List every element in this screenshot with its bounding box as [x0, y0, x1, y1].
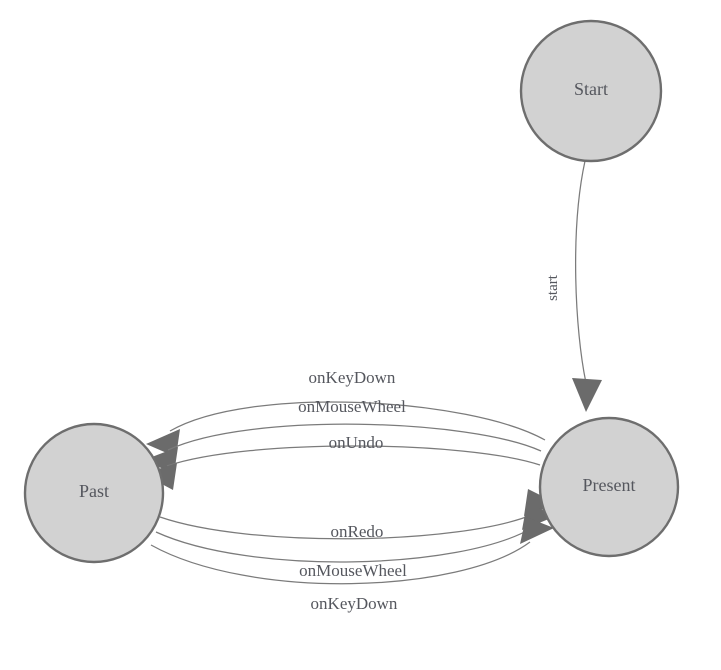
edge-label-present-to-past-onkeydown: onKeyDown	[309, 368, 396, 387]
edge-past-to-present-onredo-path	[159, 513, 535, 540]
edge-present-to-past-onundo-path	[166, 445, 541, 467]
node-present-label: Present	[583, 475, 636, 495]
node-past[interactable]: Past	[23, 422, 165, 564]
edge-past-to-present-onkeydown-path	[150, 541, 531, 585]
node-past-circle	[23, 422, 165, 564]
edge-past-to-present-onmousewheel-path	[155, 527, 533, 563]
node-present-circle	[538, 416, 680, 558]
node-start-label: Start	[574, 79, 608, 99]
arrowhead-start-to-present	[572, 378, 602, 412]
node-start[interactable]: Start	[519, 19, 663, 163]
edge-label-past-to-present-onmousewheel: onMouseWheel	[299, 561, 407, 580]
edge-present-to-past-onundo[interactable]: onUndo	[143, 433, 541, 490]
edge-label-present-to-past-onmousewheel: onMouseWheel	[298, 397, 406, 416]
edge-start-to-present-path	[575, 160, 587, 384]
edge-past-to-present-onredo[interactable]: onRedo	[159, 489, 558, 541]
edge-label-past-to-present-onredo: onRedo	[331, 522, 384, 541]
edge-label-start: start	[545, 274, 561, 301]
node-past-label: Past	[79, 481, 109, 501]
node-start-circle	[519, 19, 663, 163]
edge-past-to-present-onmousewheel[interactable]: onMouseWheel	[155, 503, 556, 580]
edge-past-to-present-onkeydown[interactable]: onKeyDown	[150, 517, 554, 613]
edge-present-to-past-onkeydown-path	[169, 401, 546, 441]
node-present[interactable]: Present	[538, 416, 680, 558]
edge-label-past-to-present-onkeydown: onKeyDown	[311, 594, 398, 613]
edge-start-to-present[interactable]: start	[545, 160, 602, 412]
arrowhead-past-to-present-onkeydown	[520, 517, 554, 544]
edge-present-to-past-onmousewheel-path	[167, 423, 542, 452]
edge-label-present-to-past-onundo: onUndo	[329, 433, 384, 452]
